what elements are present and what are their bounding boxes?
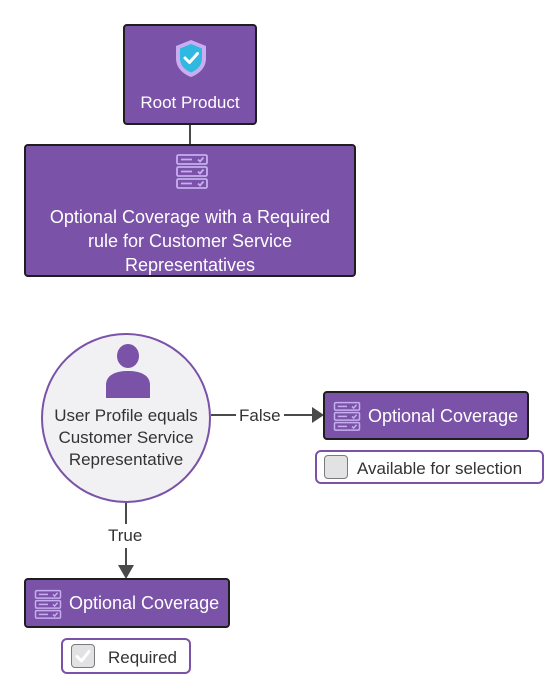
required-badge: Required <box>61 638 191 674</box>
server-stack-icon <box>332 400 362 432</box>
root-product-node[interactable]: Root Product <box>123 24 257 125</box>
checkmark-icon <box>75 650 91 663</box>
decision-label-line-1: User Profile equals <box>54 406 198 425</box>
user-profile-decision-node[interactable]: User Profile equals Customer Service Rep… <box>41 333 211 503</box>
arrow-head-false <box>312 407 324 423</box>
decision-label-line-2: Customer Service <box>58 428 194 447</box>
optional-coverage-true-node[interactable]: Optional Coverage <box>24 578 230 628</box>
required-label: Required <box>108 648 177 667</box>
root-product-label: Root Product <box>140 93 240 112</box>
unchecked-checkbox[interactable] <box>324 455 348 479</box>
shield-check-icon <box>172 38 210 78</box>
connector-root-to-rule <box>189 123 191 147</box>
true-edge-label: True <box>107 524 144 548</box>
optional-coverage-false-label: Optional Coverage <box>368 406 519 426</box>
available-for-selection-label: Available for selection <box>357 459 523 478</box>
false-edge-label: False <box>236 406 284 426</box>
rule-label-line-3: Representatives <box>124 255 256 275</box>
checked-checkbox[interactable] <box>71 644 95 668</box>
optional-coverage-rule-node[interactable]: Optional Coverage with a Required rule f… <box>24 144 356 277</box>
server-stack-icon <box>174 152 210 190</box>
rule-label-line-2: rule for Customer Service <box>87 231 293 251</box>
rule-label-line-1: Optional Coverage with a Required <box>49 207 331 227</box>
optional-coverage-rule-label: Optional Coverage with a Required rule f… <box>26 205 354 277</box>
decision-label: User Profile equals Customer Service Rep… <box>43 405 209 471</box>
arrow-head-true <box>118 565 134 579</box>
decision-label-line-3: Representative <box>68 450 184 469</box>
optional-coverage-true-label: Optional Coverage <box>69 593 220 613</box>
user-icon <box>104 343 152 399</box>
available-for-selection-badge: Available for selection <box>315 450 544 484</box>
server-stack-icon <box>33 588 63 620</box>
optional-coverage-false-node[interactable]: Optional Coverage <box>323 391 529 440</box>
